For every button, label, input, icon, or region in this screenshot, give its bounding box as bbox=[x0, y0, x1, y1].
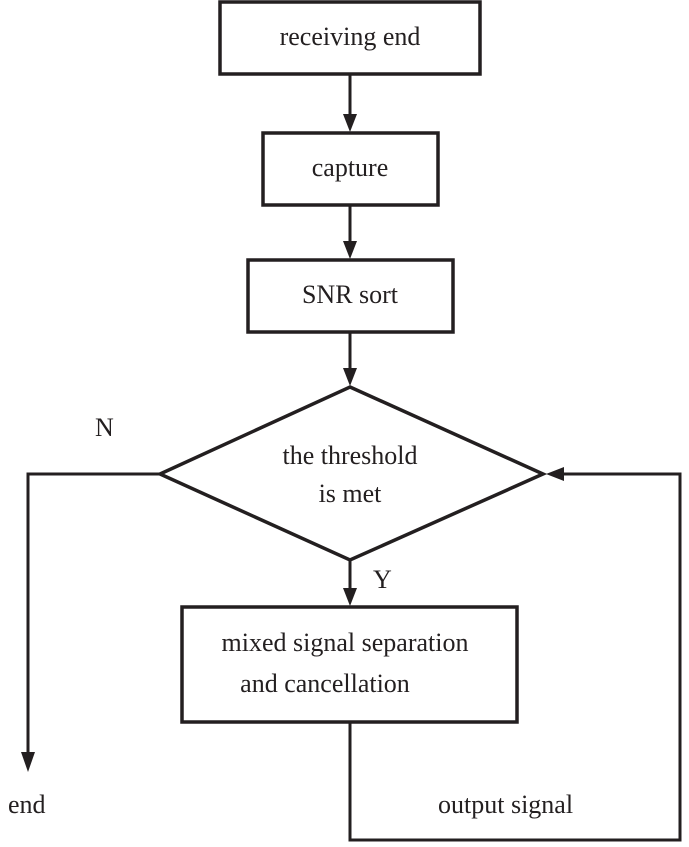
arrowhead-to-capture bbox=[343, 114, 357, 132]
node-separation-label-line1: mixed signal separation bbox=[222, 628, 469, 657]
edge-label-yes: Y bbox=[373, 565, 392, 594]
arrowhead-to-decision bbox=[343, 368, 357, 386]
edge-feedback-loop bbox=[348, 472, 682, 842]
edge-label-no: N bbox=[95, 413, 114, 442]
node-capture-label: capture bbox=[312, 153, 389, 182]
node-threshold-decision bbox=[155, 385, 548, 562]
arrowhead-to-end bbox=[21, 752, 35, 772]
arrowhead-to-snr bbox=[343, 241, 357, 259]
node-separation-label-line2: and cancellation bbox=[240, 669, 410, 698]
node-capture bbox=[261, 131, 440, 207]
edge-label-output-signal: output signal bbox=[438, 790, 573, 819]
node-threshold-label-line2: is met bbox=[319, 479, 383, 508]
node-snr-sort-label: SNR sort bbox=[302, 280, 399, 309]
node-end-label: end bbox=[8, 790, 46, 819]
node-receiving-end-label: receiving end bbox=[280, 22, 421, 51]
node-signal-separation bbox=[180, 605, 519, 724]
node-snr-sort bbox=[246, 258, 455, 334]
arrowhead-to-separation bbox=[343, 588, 357, 606]
arrowhead-feedback bbox=[546, 467, 564, 481]
edge-decision-to-end bbox=[26, 472, 160, 756]
node-receiving-end bbox=[218, 0, 482, 76]
node-threshold-label-line1: the threshold bbox=[282, 441, 417, 470]
